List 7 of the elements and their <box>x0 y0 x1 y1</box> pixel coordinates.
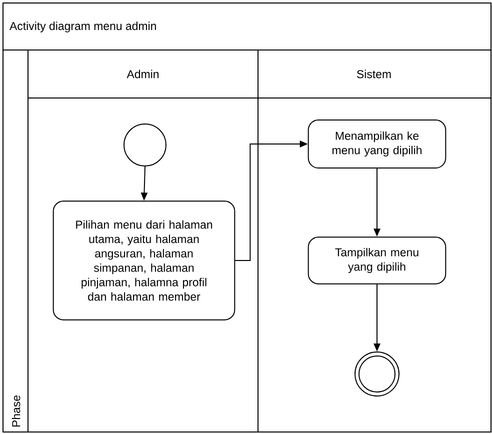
end-node <box>354 352 400 396</box>
activity-box: Pilihan menu dari halaman utama, yaitu halaman angsuran, halaman simpanan, halaman pinjaman, halamna profil dan halaman member <box>52 200 236 320</box>
activity-box: Tampilkan menu yang dipilih <box>308 236 446 284</box>
phase-band: Phase <box>2 50 28 432</box>
start-node <box>124 124 166 166</box>
diagram-title: Activity diagram menu admin <box>10 22 156 32</box>
activity-box: Menampilkan ke menu yang dipilih <box>308 120 446 168</box>
